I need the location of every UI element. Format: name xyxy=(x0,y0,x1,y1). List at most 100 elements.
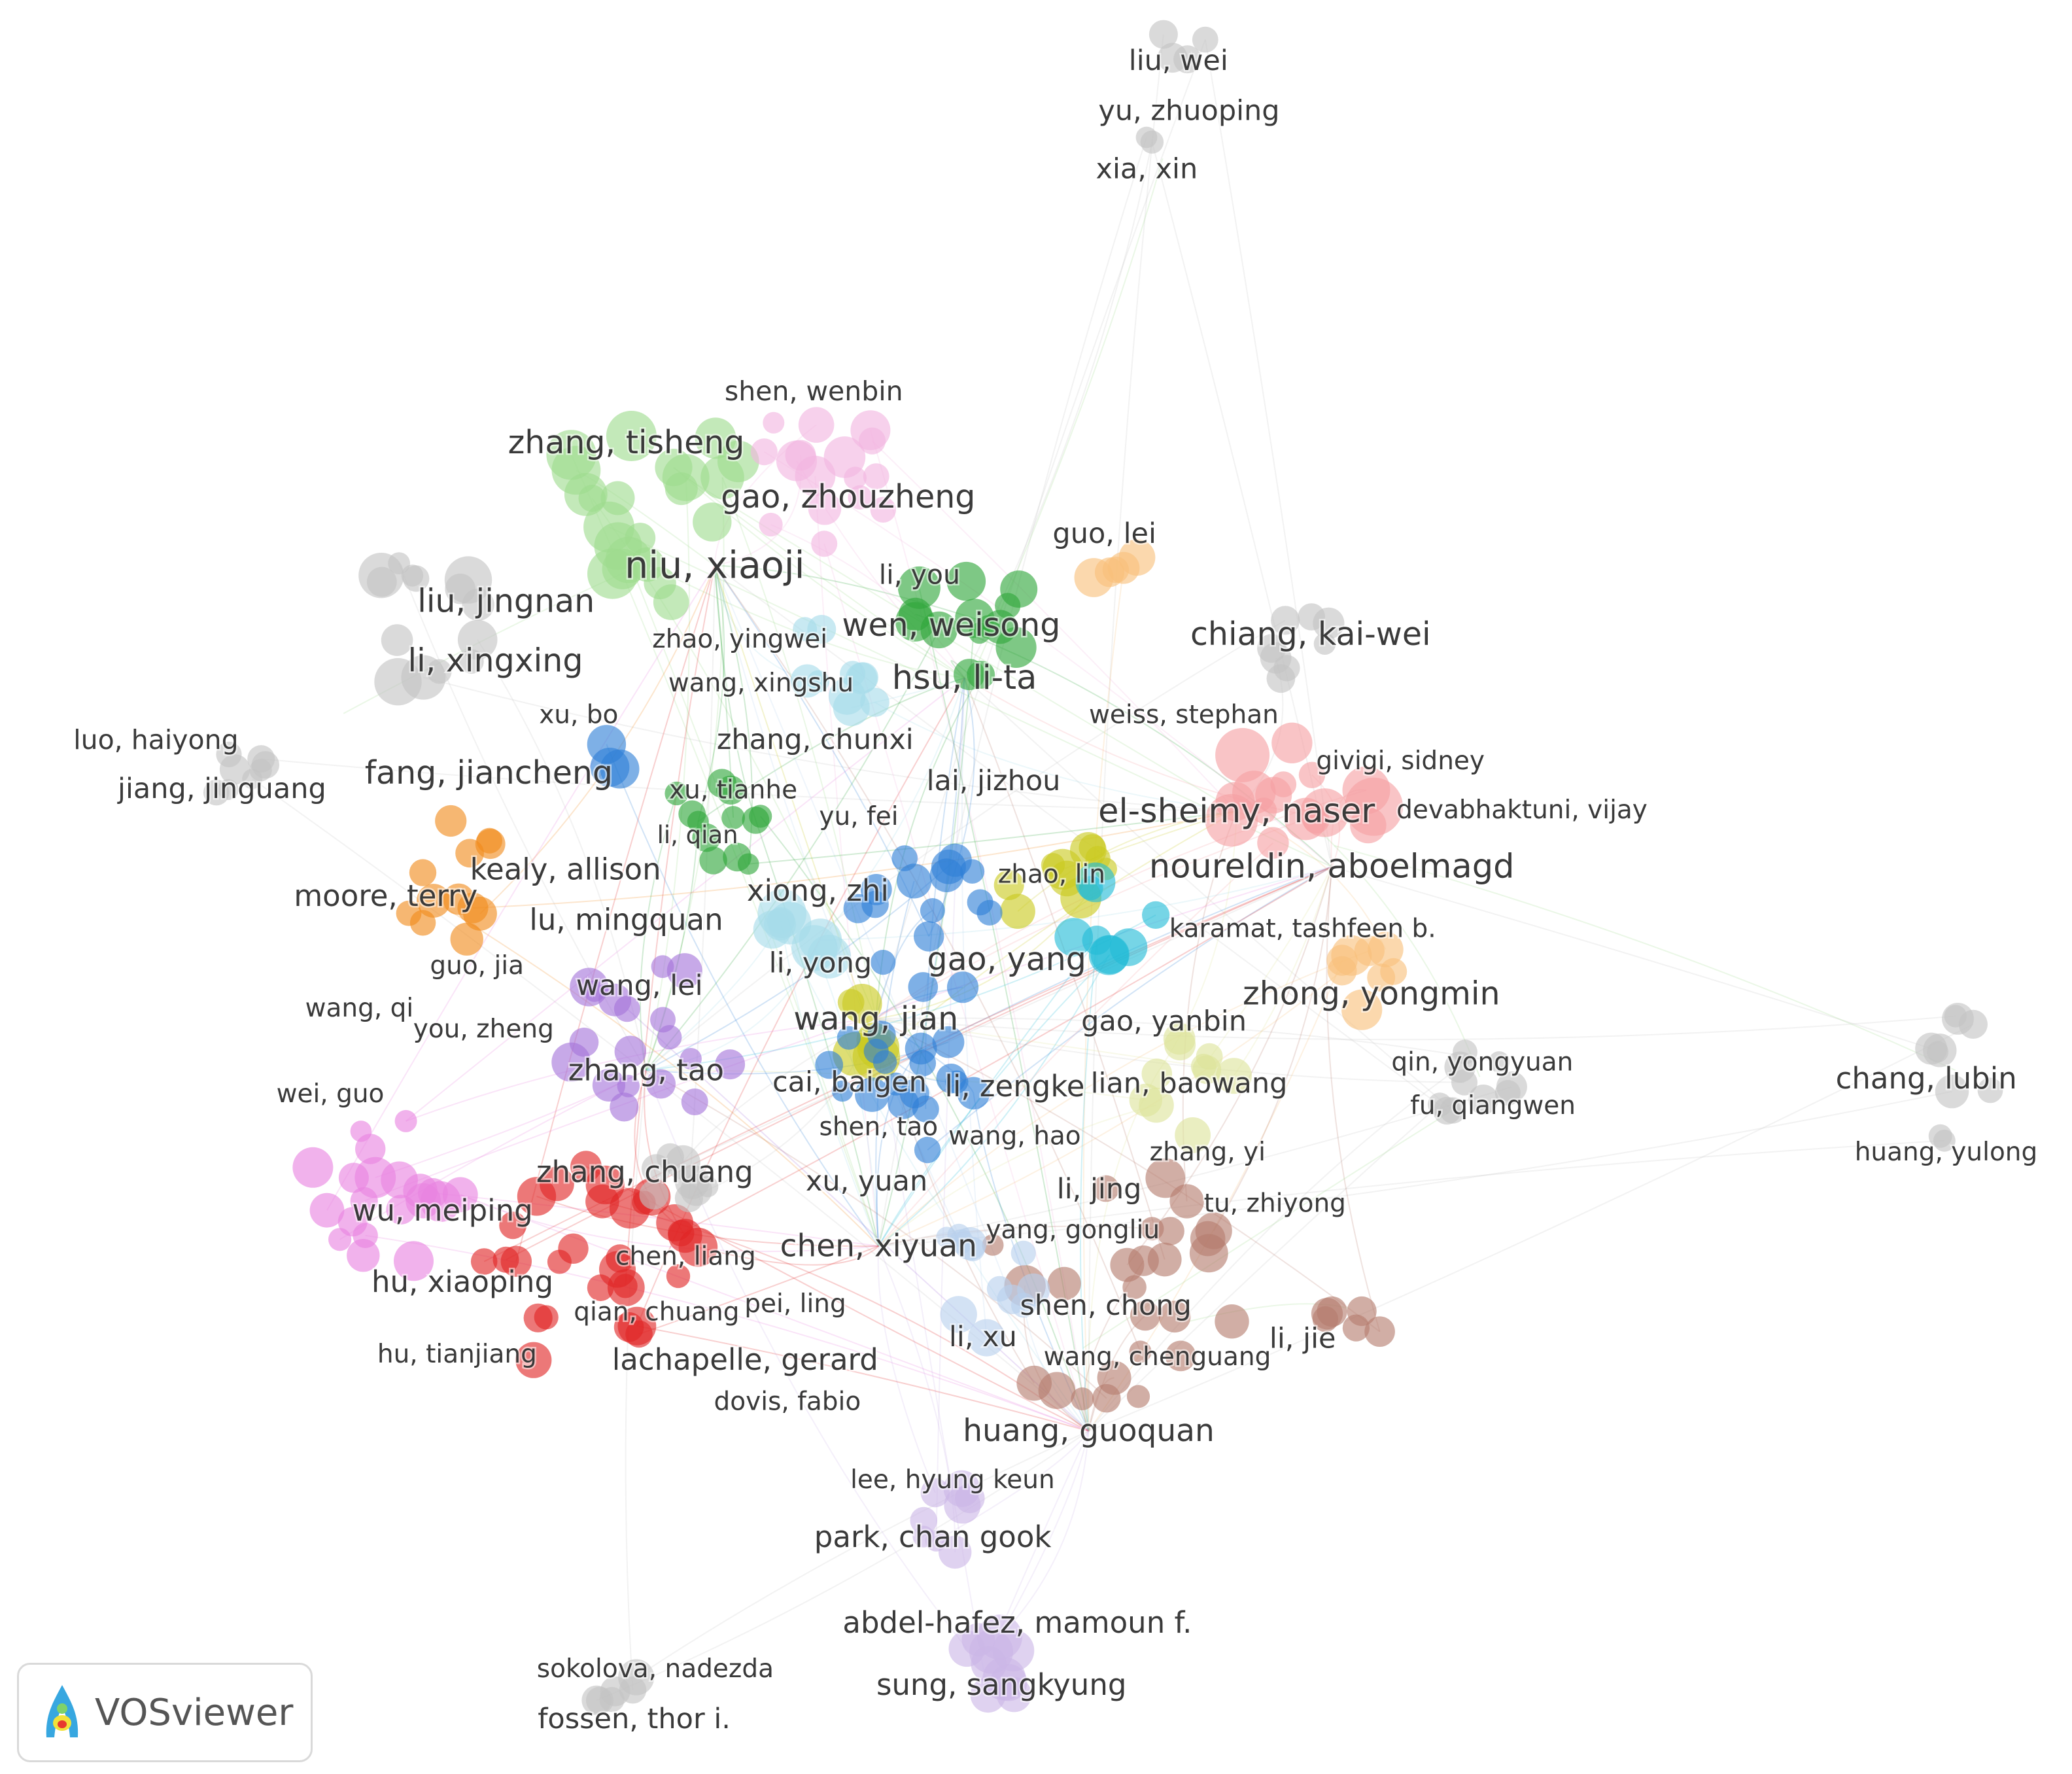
author-node[interactable] xyxy=(1341,989,1383,1030)
author-label[interactable]: li, zengke xyxy=(943,1067,1086,1105)
author-node[interactable] xyxy=(1312,1306,1339,1332)
author-label[interactable]: liu, jingnan xyxy=(416,581,596,621)
author-node[interactable] xyxy=(995,627,1037,669)
author-label[interactable]: shen, tao xyxy=(818,1111,940,1143)
author-node[interactable] xyxy=(837,1026,861,1050)
author-label[interactable]: xu, yuan xyxy=(804,1163,929,1199)
author-label[interactable]: wen, weisong xyxy=(840,605,1062,646)
author-node[interactable] xyxy=(1118,539,1156,576)
author-node[interactable] xyxy=(394,1109,417,1132)
author-label[interactable]: shen, chong xyxy=(1018,1287,1193,1323)
author-label[interactable]: zhao, yingwei xyxy=(651,623,829,656)
author-node[interactable] xyxy=(435,805,467,837)
author-label[interactable]: xia, xin xyxy=(1094,151,1200,187)
author-label[interactable]: luo, haiyong xyxy=(72,723,240,757)
author-label[interactable]: li, you xyxy=(877,557,961,592)
author-node[interactable] xyxy=(374,657,422,706)
author-node[interactable] xyxy=(1000,570,1038,608)
author-label[interactable]: zhang, yi xyxy=(1148,1136,1267,1168)
author-node[interactable] xyxy=(355,1134,386,1164)
author-node[interactable] xyxy=(644,566,676,600)
author-label[interactable]: huang, guoquan xyxy=(961,1412,1216,1451)
author-node[interactable] xyxy=(750,438,778,466)
author-node[interactable] xyxy=(940,1296,977,1333)
author-node[interactable] xyxy=(969,622,990,644)
author-node[interactable] xyxy=(1075,862,1116,903)
author-label[interactable]: wu, meiping xyxy=(351,1191,534,1229)
author-node[interactable] xyxy=(558,1233,589,1264)
author-node[interactable] xyxy=(1041,853,1065,877)
author-label[interactable]: xu, bo xyxy=(538,699,620,731)
author-label[interactable]: pei, ling xyxy=(743,1288,848,1321)
author-node[interactable] xyxy=(500,1245,532,1277)
author-node[interactable] xyxy=(1156,1217,1184,1245)
author-node[interactable] xyxy=(795,455,836,496)
author-node[interactable] xyxy=(1468,1085,1498,1115)
author-node[interactable] xyxy=(833,689,870,726)
author-node[interactable] xyxy=(1135,126,1158,148)
author-label[interactable]: guo, jia xyxy=(428,950,526,983)
author-node[interactable] xyxy=(811,530,838,557)
author-node[interactable] xyxy=(358,553,404,599)
author-node[interactable] xyxy=(799,918,842,962)
author-node[interactable] xyxy=(614,1035,646,1068)
author-node[interactable] xyxy=(625,1320,653,1348)
author-node[interactable] xyxy=(1142,901,1170,929)
author-node[interactable] xyxy=(1270,771,1297,797)
author-node[interactable] xyxy=(1130,1300,1160,1331)
author-label[interactable]: qin, yongyuan xyxy=(1390,1046,1575,1079)
author-node[interactable] xyxy=(1148,20,1178,49)
author-node[interactable] xyxy=(1215,1304,1249,1339)
author-node[interactable] xyxy=(1215,727,1270,782)
author-node[interactable] xyxy=(457,892,489,924)
author-node[interactable] xyxy=(1933,1129,1956,1152)
author-node[interactable] xyxy=(1313,633,1336,655)
author-node[interactable] xyxy=(680,1048,702,1070)
author-node[interactable] xyxy=(1496,1071,1527,1102)
author-node[interactable] xyxy=(476,827,503,854)
author-node[interactable] xyxy=(1079,834,1106,861)
author-label[interactable]: you, zheng xyxy=(411,1013,555,1046)
author-node[interactable] xyxy=(1350,807,1387,844)
author-node[interactable] xyxy=(815,1051,844,1079)
author-node[interactable] xyxy=(842,984,882,1024)
author-label[interactable]: niu, xiaoji xyxy=(623,542,806,589)
author-label[interactable]: moore, terry xyxy=(292,877,479,915)
author-node[interactable] xyxy=(678,800,706,828)
author-label[interactable]: wang, lei xyxy=(574,967,704,1003)
author-label[interactable]: jiang, jinguang xyxy=(116,771,328,807)
author-node[interactable] xyxy=(1271,722,1313,764)
author-node[interactable] xyxy=(1000,894,1035,929)
author-node[interactable] xyxy=(1257,827,1289,859)
author-node[interactable] xyxy=(1128,1245,1159,1276)
author-node[interactable] xyxy=(695,417,736,459)
author-node[interactable] xyxy=(639,1180,669,1209)
author-node[interactable] xyxy=(583,980,606,1002)
author-node[interactable] xyxy=(353,1223,378,1248)
author-label[interactable]: abdel-hafez, mamoun f. xyxy=(841,1604,1194,1642)
author-node[interactable] xyxy=(445,573,475,604)
author-node[interactable] xyxy=(1165,1340,1196,1372)
author-node[interactable] xyxy=(891,845,918,871)
author-node[interactable] xyxy=(946,561,986,601)
author-node[interactable] xyxy=(1192,1055,1222,1085)
author-node[interactable] xyxy=(1364,1316,1395,1347)
author-node[interactable] xyxy=(1158,43,1188,73)
author-label[interactable]: xiong, zhi xyxy=(745,872,890,910)
author-label[interactable]: karamat, tashfeen b. xyxy=(1167,913,1438,945)
author-label[interactable]: tu, zhiyong xyxy=(1202,1187,1347,1220)
author-node[interactable] xyxy=(996,1677,1032,1713)
author-node[interactable] xyxy=(403,1174,438,1208)
author-node[interactable] xyxy=(662,454,710,502)
author-node[interactable] xyxy=(1380,958,1407,985)
author-node[interactable] xyxy=(931,849,966,884)
author-node[interactable] xyxy=(855,1077,889,1112)
author-node[interactable] xyxy=(807,670,830,693)
author-node[interactable] xyxy=(968,1319,1006,1357)
author-label[interactable]: fu, qiangwen xyxy=(1409,1090,1578,1122)
author-node[interactable] xyxy=(986,1276,1012,1302)
author-label[interactable]: zhao, lin xyxy=(996,858,1107,891)
author-label[interactable]: fang, jiancheng xyxy=(363,753,614,793)
author-label[interactable]: lu, mingquan xyxy=(528,901,725,939)
author-label[interactable]: cai, baigen xyxy=(770,1064,928,1100)
